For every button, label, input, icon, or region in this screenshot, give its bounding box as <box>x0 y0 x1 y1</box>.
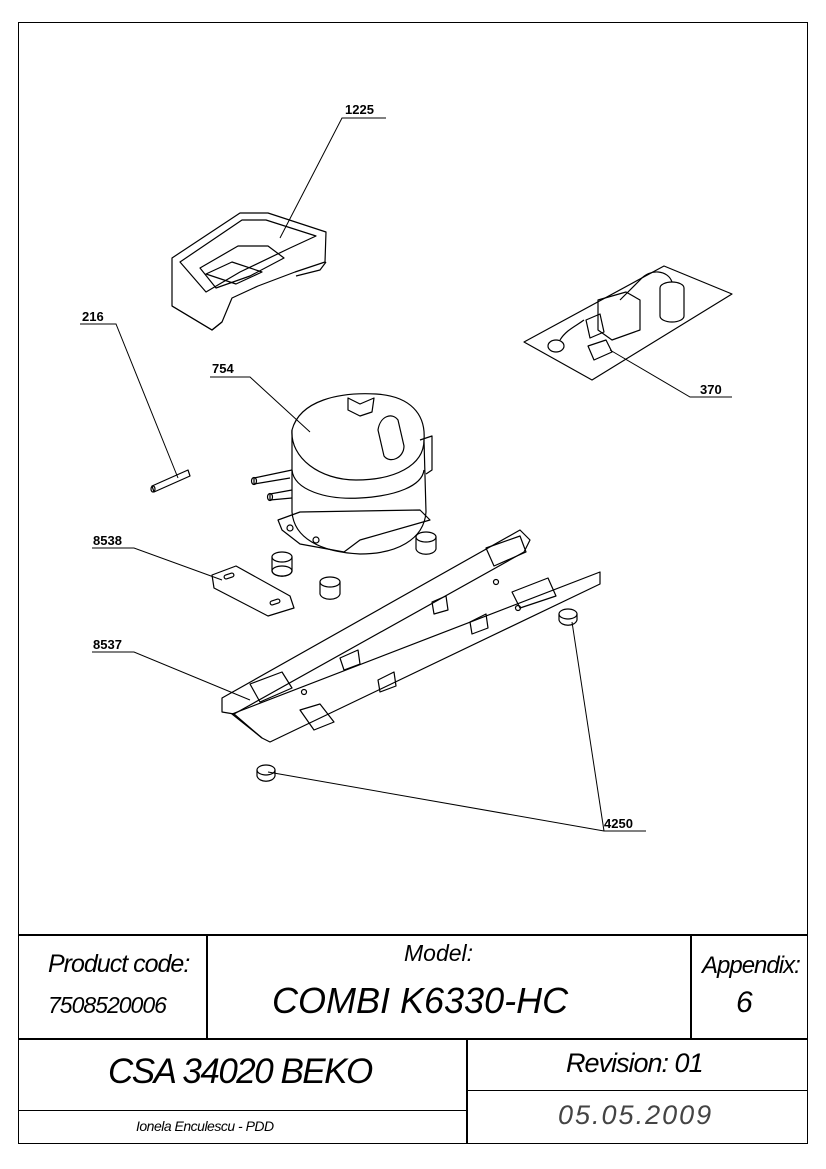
label-8537: 8537 <box>93 637 122 652</box>
leader-lines <box>80 117 732 832</box>
label-8538: 8538 <box>93 533 122 548</box>
date: 05.05.2009 <box>558 1100 714 1130</box>
title-block-mid-rule <box>18 1038 808 1040</box>
appendix-value: 6 <box>736 986 753 1019</box>
label-4250: 4250 <box>604 816 633 831</box>
title-block-date-rule <box>466 1090 808 1091</box>
part-754-compressor <box>250 393 433 555</box>
part-8538-bracket <box>211 565 295 617</box>
author: Ionela Enculescu - PDD <box>136 1118 274 1134</box>
title-block-author-rule <box>18 1110 466 1111</box>
title-block-divider-1 <box>206 934 208 1038</box>
revision: Revision: 01 <box>566 1048 704 1078</box>
label-1225: 1225 <box>345 102 374 117</box>
product-code-value: 7508520006 <box>48 992 167 1018</box>
sheet-frame <box>18 22 808 1144</box>
part-4250-grommets <box>256 608 578 782</box>
product-code-label: Product code: <box>48 950 190 978</box>
title-block-divider-3 <box>466 1038 468 1144</box>
model-label: Model: <box>404 940 474 966</box>
appendix-label: Appendix: <box>702 952 801 979</box>
grommet-set <box>271 531 437 600</box>
label-370: 370 <box>700 382 722 397</box>
part-8537-base-rails <box>221 529 601 743</box>
model-value: COMBI K6330-HC <box>272 980 569 1021</box>
title-block-top-rule <box>18 934 808 936</box>
part-370-electrical-kit <box>523 265 733 381</box>
part-216-pin <box>150 469 191 493</box>
part-labels: 1225 216 754 370 8538 8537 4250 <box>82 102 722 831</box>
label-216: 216 <box>82 309 104 324</box>
assembly-code: CSA 34020 BEKO <box>108 1052 373 1091</box>
part-1225-cover <box>171 212 327 331</box>
title-block-divider-2 <box>690 934 692 1038</box>
label-754: 754 <box>212 361 234 376</box>
